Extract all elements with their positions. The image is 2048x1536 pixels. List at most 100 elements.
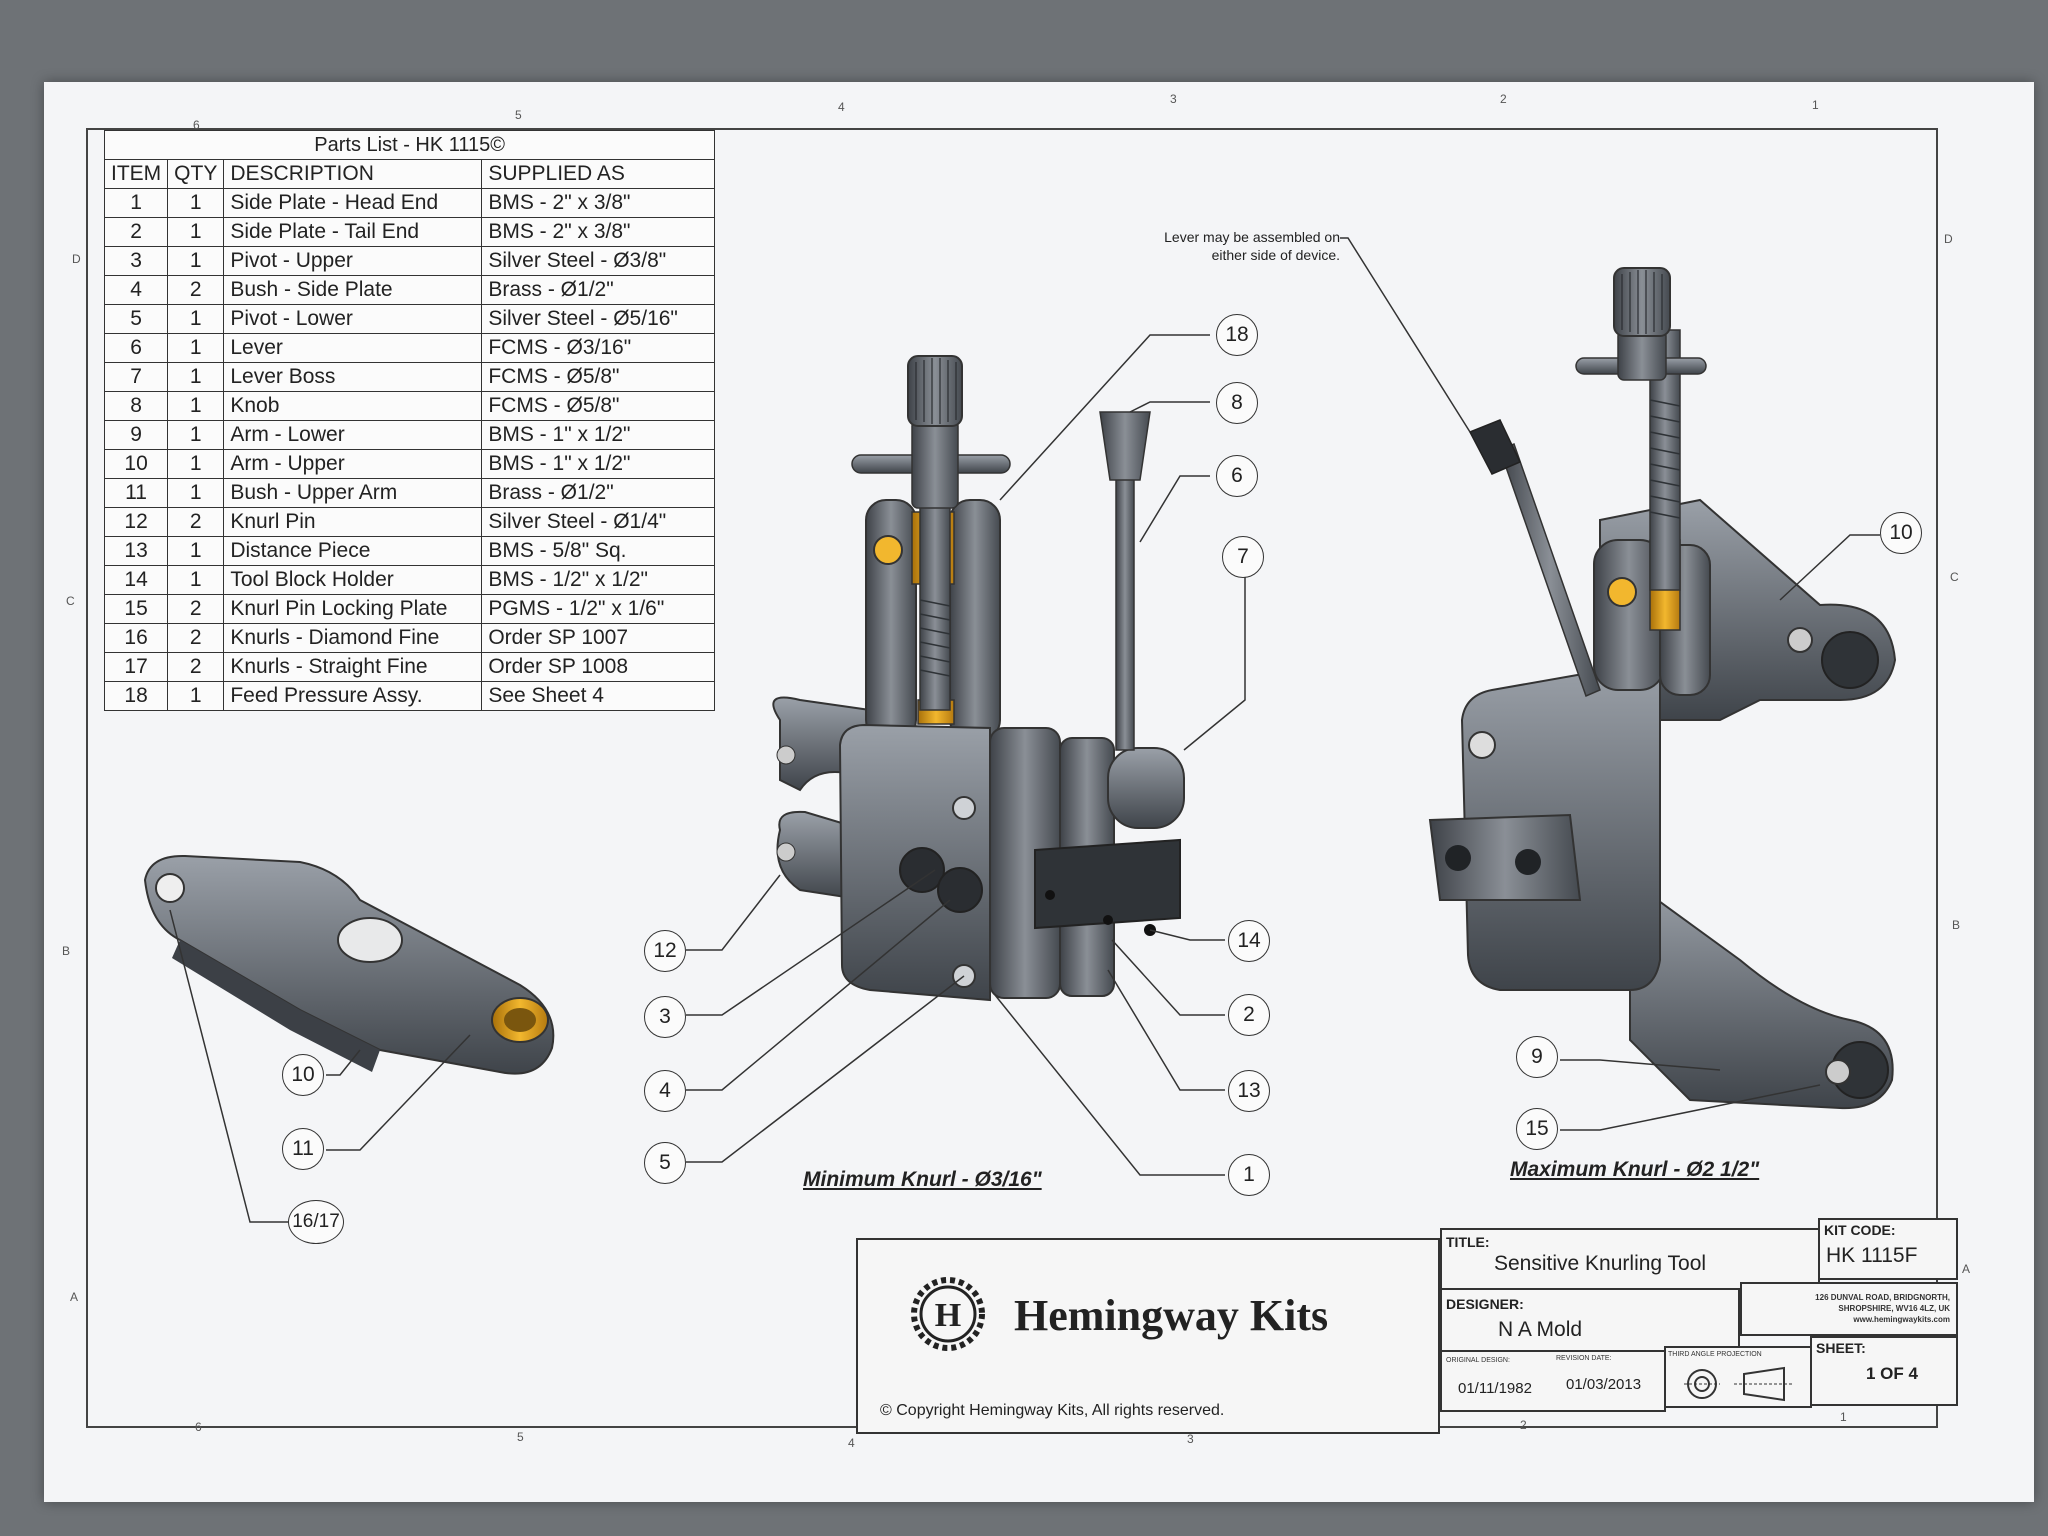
kit-code-cell xyxy=(1818,1218,1958,1280)
kit-code-value: HK 1115F xyxy=(1826,1244,1918,1267)
description-cell: Side Plate - Tail End xyxy=(223,217,483,247)
description-cell: Pivot - Lower xyxy=(223,304,483,334)
caption-maximum-knurl: Maximum Knurl - Ø2 1/2" xyxy=(1510,1158,1760,1181)
callout-16-17: 16/17 xyxy=(288,1200,344,1244)
description-cell: Knurls - Straight Fine xyxy=(223,652,483,682)
third-angle-projection-icon xyxy=(1684,1366,1794,1402)
supplied-as-cell: FCMS - Ø5/8" xyxy=(481,362,716,392)
header-qty: QTY xyxy=(167,159,225,189)
callout-15: 15 xyxy=(1516,1108,1558,1150)
callout-6: 6 xyxy=(1216,455,1258,497)
ruler-top-2: 2 xyxy=(1500,92,1507,106)
title-label: TITLE: xyxy=(1446,1234,1490,1250)
ruler-top-1: 1 xyxy=(1812,98,1819,112)
supplied-as-cell: BMS - 2" x 3/8" xyxy=(481,217,716,247)
callout-1: 1 xyxy=(1228,1154,1270,1196)
description-cell: Bush - Side Plate xyxy=(223,275,483,305)
supplied-as-cell: See Sheet 4 xyxy=(481,681,716,711)
qty-cell: 1 xyxy=(167,333,225,363)
address-line1: 126 DUNVAL ROAD, BRIDGNORTH, xyxy=(1815,1293,1950,1302)
copyright-label: Copyright Hemingway Kits, All rights res… xyxy=(896,1402,1225,1419)
callout-9: 9 xyxy=(1516,1036,1558,1078)
leader-lines xyxy=(169,237,1880,1223)
designer-label: DESIGNER: xyxy=(1446,1296,1524,1312)
description-cell: Side Plate - Head End xyxy=(223,188,483,218)
revision-date-value: 01/03/2013 xyxy=(1566,1376,1642,1393)
address-line3: www.hemingwaykits.com xyxy=(1853,1315,1950,1324)
original-design-value: 01/11/1982 xyxy=(1458,1380,1532,1397)
callout-11: 11 xyxy=(282,1128,324,1170)
description-cell: Knurl Pin xyxy=(223,507,483,537)
ruler-left-d: D xyxy=(72,252,81,266)
upper-arm-detail xyxy=(143,854,555,1075)
lever-note-line1: Lever may be assembled on xyxy=(1164,229,1340,245)
description-cell: Distance Piece xyxy=(223,536,483,566)
brand-name: Hemingway Kits xyxy=(1014,1291,1329,1340)
callout-14: 14 xyxy=(1228,920,1270,962)
supplied-as-cell: BMS - 5/8" Sq. xyxy=(481,536,716,566)
ruler-right-d: D xyxy=(1944,232,1953,246)
callout-2: 2 xyxy=(1228,994,1270,1036)
item-cell: 18 xyxy=(103,681,169,711)
address-line2: SHROPSHIRE, WV16 4LZ, UK xyxy=(1838,1304,1950,1313)
ruler-bottom-2: 2 xyxy=(1520,1418,1527,1432)
ruler-top-4: 4 xyxy=(838,100,845,114)
qty-cell: 2 xyxy=(167,507,225,537)
minimum-knurl-assembly xyxy=(772,355,1185,1002)
drawing-title: Sensitive Knurling Tool xyxy=(1494,1252,1707,1275)
logo-letter: H xyxy=(935,1297,961,1334)
ruler-bottom-6: 6 xyxy=(195,1420,202,1434)
supplied-as-cell: Silver Steel - Ø1/4" xyxy=(481,507,716,537)
ruler-right-b: B xyxy=(1952,918,1961,932)
item-cell: 14 xyxy=(103,565,169,595)
caption-minimum-knurl: Minimum Knurl - Ø3/16" xyxy=(803,1168,1042,1191)
header-item: ITEM xyxy=(103,159,169,189)
ruler-left-c: C xyxy=(66,594,75,608)
callout-3: 3 xyxy=(644,996,686,1038)
callout-12: 12 xyxy=(644,930,686,972)
revision-date-label: REVISION DATE: xyxy=(1556,1355,1612,1362)
callout-18: 18 xyxy=(1216,314,1258,356)
copyright-text: © Copyright Hemingway Kits, All rights r… xyxy=(880,1402,1224,1420)
supplied-as-cell: Brass - Ø1/2" xyxy=(481,275,716,305)
parts-list-table: Parts List - HK 1115© ITEM QTY DESCRIPTI… xyxy=(103,130,716,711)
description-cell: Pivot - Upper xyxy=(223,246,483,276)
ruler-bottom-5: 5 xyxy=(517,1430,524,1444)
copyright-icon: © xyxy=(880,1402,897,1419)
description-cell: Knob xyxy=(223,391,483,421)
sheet-value: 1 OF 4 xyxy=(1866,1364,1918,1383)
sheet-label: SHEET: xyxy=(1816,1340,1866,1356)
ruler-right-a: A xyxy=(1962,1262,1971,1276)
qty-cell: 2 xyxy=(167,623,225,653)
qty-cell: 1 xyxy=(167,420,225,450)
ruler-bottom-3: 3 xyxy=(1187,1432,1194,1446)
address-cell xyxy=(1740,1282,1958,1336)
supplied-as-cell: Brass - Ø1/2" xyxy=(481,478,716,508)
projection-label: THIRD ANGLE PROJECTION xyxy=(1668,1351,1762,1358)
lever-note: Lever may be assembled on either side of… xyxy=(1100,228,1340,264)
dates-cell xyxy=(1440,1350,1666,1412)
ruler-bottom-4: 4 xyxy=(848,1436,855,1450)
qty-cell: 1 xyxy=(167,217,225,247)
description-cell: Arm - Upper xyxy=(223,449,483,479)
ruler-top-6: 6 xyxy=(193,118,200,132)
item-cell: 11 xyxy=(103,478,169,508)
supplied-as-cell: BMS - 1" x 1/2" xyxy=(481,449,716,479)
supplied-as-cell: FCMS - Ø3/16" xyxy=(481,333,716,363)
callout-7: 7 xyxy=(1222,536,1264,578)
ruler-top-3: 3 xyxy=(1170,92,1177,106)
original-design-label: ORIGINAL DESIGN: xyxy=(1446,1357,1510,1364)
callout-10-max: 10 xyxy=(1880,512,1922,554)
ruler-top-5: 5 xyxy=(515,108,522,122)
ruler-right-c: C xyxy=(1950,570,1959,584)
